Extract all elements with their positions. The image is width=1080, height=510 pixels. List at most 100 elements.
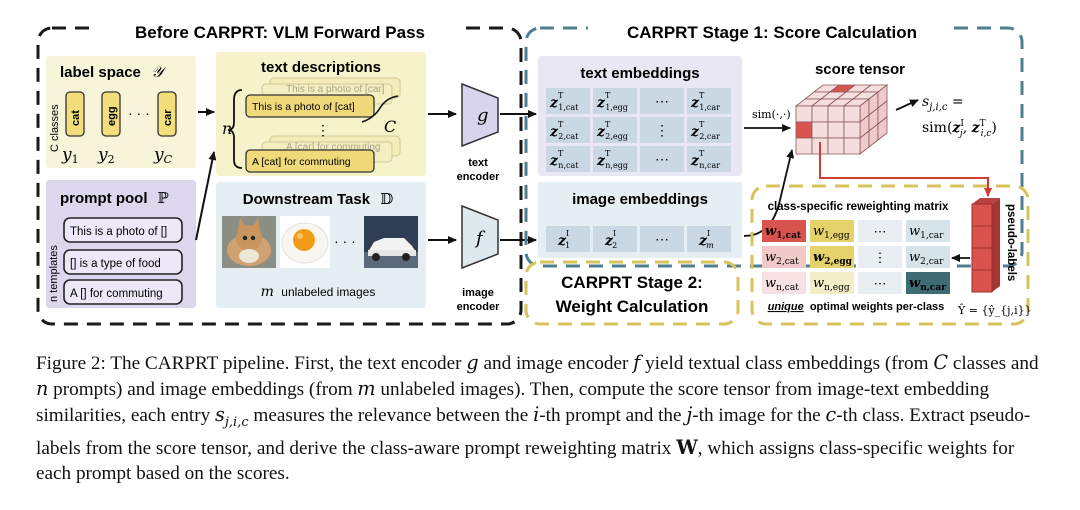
- weight-cell: w2,car: [906, 246, 950, 268]
- svg-text:⋯: ⋯: [655, 152, 669, 168]
- template-1: This is a photo of []: [63, 217, 183, 243]
- pseudo-labels-column: [971, 198, 1000, 293]
- svg-text:⋯: ⋯: [874, 277, 887, 292]
- weight-cell: ⋯: [858, 220, 902, 242]
- text-embeddings-title: text embeddings: [580, 65, 699, 82]
- caption-paragraph: Figure 2: The CARPRT pipeline. First, th…: [36, 351, 1039, 484]
- svg-text:⋮: ⋮: [655, 123, 669, 139]
- svg-text:zI1: zI1: [557, 229, 570, 250]
- svg-text:zIm: zIm: [698, 229, 714, 250]
- text-encoder-label-1: text: [468, 157, 488, 169]
- svg-text:zI2: zI2: [604, 229, 617, 250]
- tensor-front-cell: [811, 105, 829, 123]
- pseudo-labels-set: Ŷ = {ŷ_{j,i}}: [957, 303, 1032, 317]
- image-ellipsis: · · ·: [334, 233, 356, 249]
- score-tensor-cube: [794, 84, 889, 155]
- caption-math: sj,i,c: [215, 403, 249, 430]
- caption-math: C: [933, 351, 949, 374]
- weight-cell: w1,car: [906, 220, 950, 242]
- weight-cell: wn,egg: [810, 272, 854, 294]
- label-space-side-label: C classes: [49, 104, 61, 152]
- tensor-front-cell: [843, 105, 861, 123]
- svg-text:car: car: [162, 109, 174, 126]
- template-2: [] is a type of food: [63, 249, 183, 275]
- desc-vdots: ⋮: [316, 122, 330, 138]
- svg-text:⋯: ⋯: [874, 225, 887, 240]
- text-emb-cell: ⋯: [640, 146, 684, 172]
- desc-card-front-2: A [cat] for commuting: [245, 149, 375, 173]
- arrow-tensor-to-eq: [895, 99, 919, 111]
- image-encoder-label-1: image: [462, 287, 494, 299]
- carprt-pipeline-figure: Before CARPRT: VLM Forward Pass label sp…: [36, 22, 1032, 326]
- reweighting-title: class-specific reweighting matrix: [768, 201, 949, 213]
- svg-text:⋮: ⋮: [874, 251, 887, 266]
- arrow-prompt-to-text: [195, 151, 217, 241]
- text-emb-cell: ⋮: [640, 117, 684, 143]
- svg-text:This is a photo of []: This is a photo of []: [70, 226, 167, 238]
- svg-text:⋯: ⋯: [655, 94, 669, 110]
- caption-fig-label: Figure 2:: [36, 353, 111, 374]
- image-encoder-label-2: encoder: [457, 301, 501, 313]
- class-ellipsis: · · ·: [128, 105, 150, 121]
- text-emb-cell: ⋯: [640, 88, 684, 114]
- caption-math: j-th: [686, 403, 714, 426]
- c-label: C: [384, 117, 396, 136]
- weight-cell: ⋯: [858, 272, 902, 294]
- svg-text:This is a photo of [car]: This is a photo of [car]: [286, 84, 385, 95]
- caption-math: g: [466, 351, 479, 374]
- weight-cell: wn,cat: [762, 272, 806, 294]
- template-3: A [] for commuting: [63, 279, 183, 305]
- svg-text:⋯: ⋯: [655, 232, 669, 248]
- arrow-tensor-to-pseudo: [819, 142, 992, 197]
- pseudo-labels-label: pseudo-labels: [1005, 204, 1017, 281]
- reweighting-footer: unique optimal weights per-class: [768, 301, 945, 313]
- tensor-side-cell: [877, 116, 888, 141]
- downstream-title: Downstream Task 𝔻: [243, 190, 393, 208]
- prompt-pool-panel: [46, 180, 196, 308]
- cat-image: [222, 216, 276, 268]
- weight-cell: w1,cat: [762, 220, 806, 242]
- tensor-front-cell: [843, 137, 861, 155]
- prompt-pool-title: prompt pool ℙ: [60, 189, 170, 207]
- caption-math: m: [357, 377, 376, 400]
- tensor-front-cell: [843, 121, 861, 139]
- downstream-caption: m unlabeled images: [261, 284, 376, 300]
- svg-text:[] is a type of food: [] is a type of food: [70, 258, 161, 270]
- text-encoder-label-2: encoder: [457, 171, 501, 183]
- svg-text:egg: egg: [106, 106, 118, 126]
- weight-cell: w2,cat: [762, 246, 806, 268]
- stage1-title: CARPRT Stage 1: Score Calculation: [627, 23, 917, 42]
- text-encoder: g: [461, 82, 499, 148]
- score-tensor-title: score tensor: [815, 61, 905, 78]
- weight-cell: wn,car: [906, 272, 950, 294]
- tensor-front-cell: [811, 121, 829, 139]
- stage2-title-1: CARPRT Stage 2:: [561, 273, 703, 292]
- n-brace: [227, 89, 243, 169]
- desc-card-front-1: This is a photo of [cat]: [245, 94, 375, 118]
- caption-math: i-th: [533, 403, 561, 426]
- egg-image: [280, 216, 330, 268]
- forward-pass-frame: [36, 26, 523, 326]
- tensor-front-cell: [827, 105, 845, 123]
- stage2-frame: [524, 260, 740, 326]
- tensor-front-cell: [795, 121, 813, 139]
- svg-text:A [car] for commuting: A [car] for commuting: [286, 142, 380, 153]
- score-eq-lhs: sj,i,c =: [922, 94, 964, 113]
- caption-math: c-th: [825, 403, 858, 426]
